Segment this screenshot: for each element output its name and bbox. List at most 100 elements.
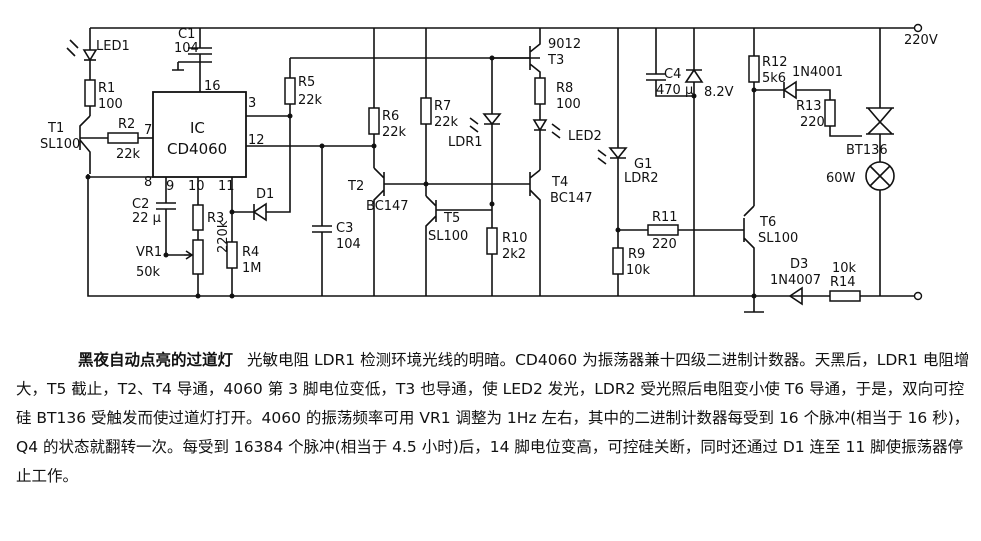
r8-resistor [534,77,546,120]
label-r7-value: 22k [434,115,459,130]
label-t5-type: SL100 [428,229,468,244]
label-220v: 220V [904,33,938,48]
label-led2: LED2 [568,129,602,144]
t2-transistor [373,146,426,296]
pin-16: 16 [204,79,221,94]
c1-capacitor [172,28,212,71]
label-d3: D3 [790,257,808,272]
pin-8: 8 [144,175,152,190]
ldr2-photoresistor [597,28,628,248]
label-t3: T3 [547,53,564,68]
led1 [66,28,98,80]
label-r12-value: 5k6 [762,71,786,86]
r2-resistor [107,132,153,144]
label-r1: R1 [98,81,115,96]
r3-resistor [192,177,204,240]
label-t4: T4 [551,175,568,190]
d-1n4001 [754,80,831,100]
label-t6: T6 [759,215,776,230]
label-lamp: 60W [826,171,856,186]
label-r6-value: 22k [382,125,407,140]
label-r12: R12 [762,55,788,70]
r14-resistor [829,290,861,302]
label-t1-type: SL100 [40,137,80,152]
junction-dots [85,55,757,299]
r12-resistor [748,28,760,90]
label-r2: R2 [118,117,135,132]
d1-diode [232,116,291,222]
pin-10: 10 [188,179,205,194]
label-r8-value: 100 [556,97,581,112]
label-r11-value: 220 [652,237,677,252]
c4-capacitor [646,28,694,97]
label-ldr1: LDR1 [448,135,483,150]
label-g1: G1 [634,157,652,172]
vr1-potentiometer [166,239,204,296]
r1-resistor [84,79,96,116]
label-r2-value: 22k [116,147,141,162]
ic-cd4060 [152,62,247,178]
label-c1: C1 [178,27,195,42]
label-t2-type: BC147 [366,199,409,214]
pin-11: 11 [218,179,235,194]
label-r10-value: 2k2 [502,247,526,262]
label-c1-value: 104 [174,41,199,56]
label-ic: IC [190,119,205,137]
label-ic-name: CD4060 [167,140,227,158]
label-r5: R5 [298,75,315,90]
label-r10: R10 [502,231,528,246]
pin-3: 3 [248,96,256,111]
label-led1: LED1 [96,39,130,54]
t1-transistor [79,115,108,174]
label-r9-value: 10k [626,263,651,278]
t5-transistor [425,195,492,296]
label-c3-value: 104 [336,237,361,252]
label-t1: T1 [47,121,64,136]
r10-resistor [486,204,498,296]
label-ldr2: LDR2 [624,171,659,186]
label-t6-type: SL100 [758,231,798,246]
label-t2: T2 [347,179,364,194]
label-bt136: BT136 [846,143,888,158]
label-t3-part: 9012 [548,37,581,52]
label-r13-value: 220 [800,115,825,130]
r5-resistor [246,57,540,117]
d3-diode [788,286,803,306]
label-c3: C3 [336,221,353,236]
caption-title: 黑夜自动点亮的过道灯 [78,351,234,369]
pin-9: 9 [166,179,174,194]
t6-transistor [743,90,755,296]
label-vr1-value: 50k [136,265,161,280]
pin-7: 7 [144,123,152,138]
label-d1: D1 [256,187,274,202]
caption-body: 光敏电阻 LDR1 检测环境光线的明暗。CD4060 为振荡器兼十四级二进制计数… [16,351,970,485]
label-c2-value: 22 μ [132,211,161,226]
label-r3: R3 [207,211,224,226]
label-r5-value: 22k [298,93,323,108]
r11-resistor [618,224,744,236]
led2 [532,119,561,170]
t4-transistor [426,169,541,296]
caption: 黑夜自动点亮的过道灯光敏电阻 LDR1 检测环境光线的明暗。CD4060 为振荡… [16,346,971,491]
ldr1-photoresistor [469,58,502,204]
label-r9: R9 [628,247,645,262]
label-t5: T5 [443,211,460,226]
t3-transistor [492,28,541,78]
label-r11: R11 [652,210,678,225]
label-r4-value: 1M [242,261,262,276]
label-r14-value: 10k [832,261,857,276]
r7-resistor [420,28,432,196]
label-1n4007: 1N4007 [770,273,821,288]
label-c4-value: 470 μ [656,83,693,98]
label-r1-value: 100 [98,97,123,112]
bottom-ground-rail [87,174,923,301]
lamp-60w [865,161,895,296]
r4-resistor [226,177,238,296]
c2-capacitor [156,177,176,255]
circuit-schematic: LED1 R1 100 T1 SL100 R2 22k C1 104 IC CD… [40,23,938,313]
label-r6: R6 [382,109,399,124]
label-vr1: VR1 [136,245,162,260]
r13-resistor [824,99,862,137]
label-r4: R4 [242,245,259,260]
